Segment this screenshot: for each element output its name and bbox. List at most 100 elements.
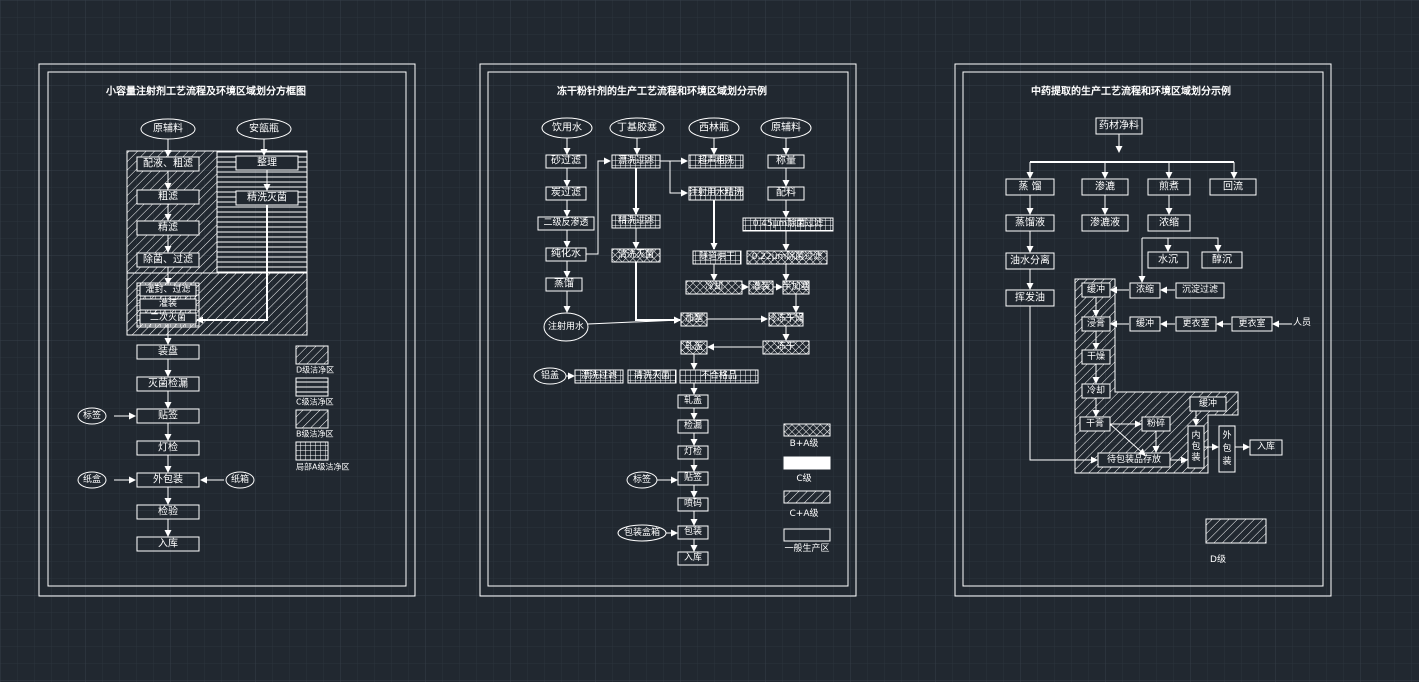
sheet-2-inner-frame	[487, 71, 849, 587]
legend-d3-label: D级	[1210, 553, 1226, 565]
sheet-3-nodes: 药材净料 蒸 馏 渗漉 煎煮 回流 蒸馏液 渗漉液 浓缩 油水分离 挥发油 水沉…	[1005, 117, 1311, 473]
step-dry-extract: 干膏	[1086, 417, 1104, 429]
sheet-1-legend: D级洁净区 C级洁净区 B级洁净区 局部A级洁净区	[295, 345, 349, 472]
step-warehouse-2: 入库	[684, 551, 702, 563]
step-concentrate: 浓缩	[1159, 216, 1179, 229]
legend-ba-label: B+A级	[790, 437, 819, 449]
step-sand-filter: 砂过滤	[551, 154, 581, 167]
step-dry: 干燥	[1087, 351, 1105, 362]
step-distillate: 蒸馏液	[1015, 216, 1045, 229]
sheet-2-cap-chain: 漂洗过滤 清洗灭菌 不合格品	[574, 369, 759, 384]
sheet-2-stopper-chain: 漂洗过滤 精洗过滤 清洗灭菌	[611, 154, 661, 263]
step-cap-rinse: 漂洗过滤	[581, 369, 617, 381]
node-ampoule-label: 安瓿瓶	[249, 122, 279, 135]
step-leak-check: 灭菌检漏	[148, 377, 188, 390]
step-distillation: 蒸 馏	[1018, 180, 1041, 193]
node-carton	[225, 471, 255, 489]
node-box-text: 纸盒	[83, 473, 101, 485]
step-mix-filter: 配液、粗滤	[143, 157, 193, 170]
step-oil-water-sep: 油水分离	[1010, 254, 1050, 267]
legend-swatch-c2	[783, 456, 831, 470]
step-changing-room-2: 更衣室	[1238, 317, 1265, 329]
step-inner-pack-3: 装	[1191, 451, 1200, 463]
sheet-3-connectors	[1026, 134, 1292, 464]
step-warehouse: 入库	[158, 537, 178, 550]
step-changing-room-1: 更衣室	[1182, 317, 1209, 329]
step-ultrasonic-wash: 超声粗洗	[698, 154, 734, 166]
step-pending-storage: 待包装品存放	[1107, 453, 1161, 465]
step-reflux: 回流	[1223, 180, 1243, 193]
step-cap-sterilize: 清洗灭菌	[634, 369, 670, 381]
step-buffer-3: 缓冲	[1199, 397, 1217, 409]
step-outer-pack-1: 外	[1222, 429, 1231, 441]
step-wash-sterilize: 精洗灭菌	[247, 191, 287, 204]
step-coarse-filter: 粗滤	[158, 190, 178, 203]
step-labeling: 贴签	[158, 409, 178, 422]
node-aluminum-cap-label: 铝盖	[541, 369, 559, 381]
step-warehouse-3: 入库	[1257, 440, 1275, 452]
node-pack-box-text: 包装盒箱	[624, 526, 660, 538]
node-drinking-water-label: 饮用水	[552, 121, 582, 134]
legend-swatch-d	[295, 345, 329, 365]
sheet-2-title: 冻干粉针剂的生产工艺流程和环境区域划分示例	[557, 85, 767, 98]
step-inspection: 检验	[158, 505, 178, 518]
legend-a-label: 局部A级洁净区	[296, 462, 349, 472]
sheet-2-final-chain: 轧盖 检漏 灯检 贴签 喷码 包装 入库	[677, 394, 709, 566]
sheet-1-process-boxes: 配液、粗滤 粗滤 精滤 除菌、过滤 整理 精洗灭菌 灌封、过滤 灌装 二次灭菌 …	[136, 155, 299, 552]
legend-ca-label: C+A级	[790, 507, 819, 519]
step-inkjet: 喷码	[684, 498, 702, 509]
step-second-sterilize: 二次灭菌	[150, 311, 186, 323]
legend-c-label: C级洁净区	[296, 397, 334, 407]
node-box	[77, 471, 107, 489]
node-carton-text: 纸箱	[231, 473, 249, 485]
step-fill-seal: 灌封、过滤	[145, 283, 190, 295]
sheet-2-vial-chain: 超声粗洗 注射用水精洗 隧道烘干	[688, 154, 744, 265]
step-half-stopper: 半加塞	[782, 280, 809, 292]
sheet-3-outer-frame	[954, 63, 1332, 597]
step-batch: 配料	[776, 186, 796, 199]
legend-swatch-ca	[783, 490, 831, 504]
step-buffer-2: 缓冲	[1136, 317, 1154, 329]
sheet-3-inner-frame	[962, 71, 1324, 587]
step-decoction: 煎煮	[1159, 180, 1179, 193]
sheet-1-title: 小容量注射剂工艺流程及环境区域划分方框图	[105, 85, 306, 98]
step-water-precip: 水沉	[1158, 253, 1178, 266]
step-leak-detect: 检漏	[684, 419, 702, 431]
step-reverse-osmosis: 二级反渗透	[543, 216, 588, 228]
node-butyl-stopper-label: 丁基胶塞	[617, 121, 657, 134]
step-buffer-1: 缓冲	[1087, 283, 1105, 295]
step-concentrate-2: 浓缩	[1136, 283, 1154, 295]
step-outer-pack-2: 包	[1222, 442, 1231, 454]
step-tunnel-dry: 隧道烘干	[699, 250, 735, 262]
legend-general-label: 一般生产区	[784, 542, 829, 554]
node-wfi	[543, 312, 589, 342]
node-vial-label: 西林瓶	[699, 121, 729, 134]
sheet-2-outer-frame	[479, 63, 857, 597]
step-reject: 不合格品	[701, 369, 737, 381]
sheet-2-freeze-dried-powder: 冻干粉针剂的生产工艺流程和环境区域划分示例 饮用水 丁基胶塞 西林瓶 原辅料 砂…	[479, 63, 857, 597]
step-alcohol-precip: 醇沉	[1212, 253, 1232, 266]
step-freeze-dry: 冷冻干燥	[768, 312, 804, 324]
legend-swatch-general	[783, 528, 831, 542]
legend-swatch-d3	[1205, 518, 1267, 544]
sheet-2-raw-chain: 称量 配料 0.45μm除菌过滤 0.22μm除菌过滤	[742, 154, 834, 265]
step-fine-filter: 精滤	[158, 221, 178, 234]
step-outer-pack: 外包装	[153, 473, 183, 486]
node-label-text: 标签	[83, 409, 101, 421]
step-cooling: 冷却	[705, 280, 723, 292]
sheet-2-middle: 冷却 灌装 半加塞 加塞 冷冻干燥 冻干 轧盖	[680, 280, 810, 355]
step-045-filter: 0.45μm除菌过滤	[753, 217, 824, 229]
step-purified-water: 纯化水	[551, 247, 581, 260]
step-herb-material: 药材净料	[1099, 119, 1139, 132]
sheet-3-tcm-extraction: 中药提取的生产工艺流程和环境区域划分示例 药材净料 蒸 馏 渗漉 煎煮 回流 蒸…	[954, 63, 1332, 597]
step-percolation: 渗漉	[1095, 180, 1115, 193]
node-label-2-text: 标签	[633, 473, 651, 485]
step-sterile-filter: 除菌、过滤	[143, 253, 193, 266]
step-filling-2: 灌装	[752, 280, 770, 292]
sheet-1-connectors	[114, 139, 271, 537]
step-capping-2: 轧盖	[684, 394, 702, 406]
step-lyophilize: 冻干	[777, 340, 795, 352]
step-carbon-filter: 炭过滤	[551, 186, 581, 199]
step-inner-pack-2: 包	[1191, 440, 1200, 452]
node-personnel: 人员	[1293, 317, 1311, 328]
